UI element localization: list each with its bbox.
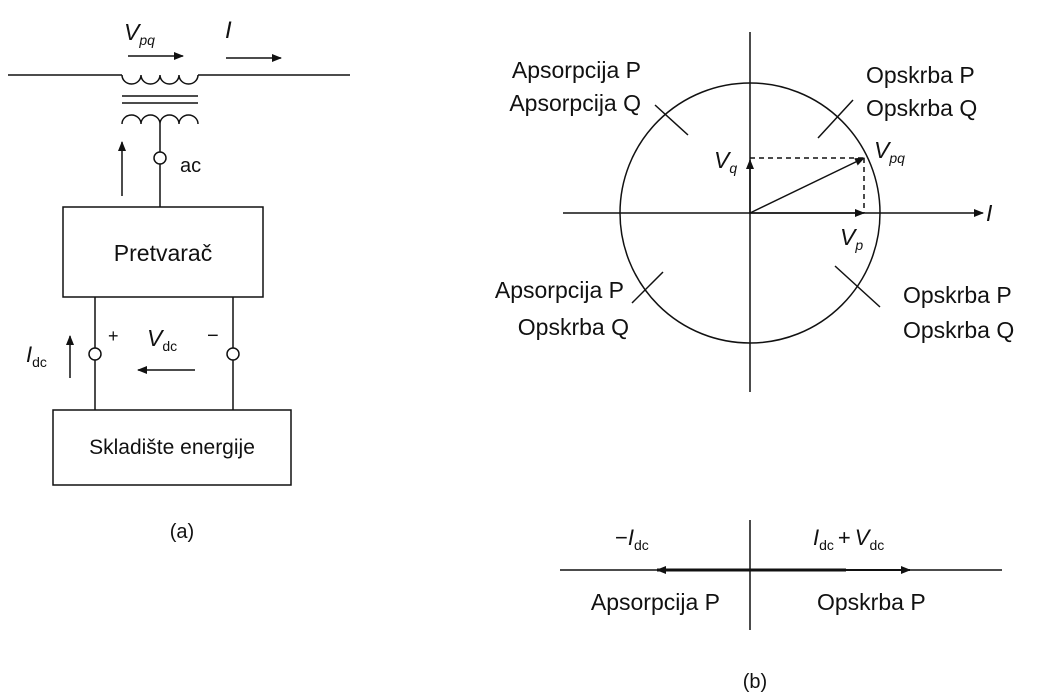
vdc-label: Vdc	[147, 325, 177, 354]
neg-idc-label: −Idc	[615, 525, 649, 553]
transformer-secondary	[121, 114, 199, 125]
bottom-right-label-1: Opskrba P	[903, 282, 1012, 308]
top-right-label-1: Opskrba P	[866, 62, 975, 88]
converter-label: Pretvarač	[114, 240, 212, 266]
idc-label: Idc	[26, 342, 47, 370]
quadrant-mark-top-right	[817, 99, 854, 139]
plus-sign: +	[108, 326, 119, 346]
vq-label: Vq	[714, 147, 737, 176]
dc-terminal-plus	[88, 347, 102, 361]
vpq-label: Vpq	[124, 19, 155, 48]
quadrant-mark-bottom-right	[834, 265, 881, 308]
bottom-left-label-1: Apsorpcija P	[495, 277, 624, 303]
quadrant-mark-bottom-left	[631, 271, 664, 304]
vp-label: Vp	[840, 224, 863, 253]
idc-vdc-label: Idc+Vdc	[813, 525, 884, 553]
dc-left-label: Apsorpcija P	[591, 589, 720, 615]
caption-b: (b)	[743, 671, 767, 693]
ac-label: ac	[180, 155, 201, 177]
top-left-label-1: Apsorpcija P	[512, 57, 641, 83]
storage-box	[52, 409, 292, 486]
storage-label: Skladište energije	[89, 436, 255, 459]
circuit-diagram	[8, 52, 350, 486]
top-left-label-2: Apsorpcija Q	[509, 90, 641, 116]
bottom-left-label-2: Opskrba Q	[518, 314, 629, 340]
quadrant-mark-top-left	[654, 104, 689, 136]
current-label: I	[225, 17, 232, 44]
top-right-label-2: Opskrba Q	[866, 95, 977, 121]
vpq-phasor-label: Vpq	[874, 137, 905, 166]
bottom-right-label-2: Opskrba Q	[903, 317, 1014, 343]
converter-box	[62, 206, 264, 298]
transformer-primary	[121, 74, 199, 85]
minus-sign: −	[207, 325, 219, 347]
dc-power-diagram	[560, 520, 1002, 630]
dc-terminal-minus	[226, 347, 240, 361]
vpq-phasor	[749, 157, 865, 214]
dc-right-label: Opskrba P	[817, 589, 926, 615]
ac-terminal	[153, 151, 167, 165]
i-axis-label: I	[986, 200, 993, 226]
caption-a: (a)	[170, 521, 194, 543]
phasor-diagram	[563, 32, 984, 392]
operating-circle	[619, 82, 881, 344]
